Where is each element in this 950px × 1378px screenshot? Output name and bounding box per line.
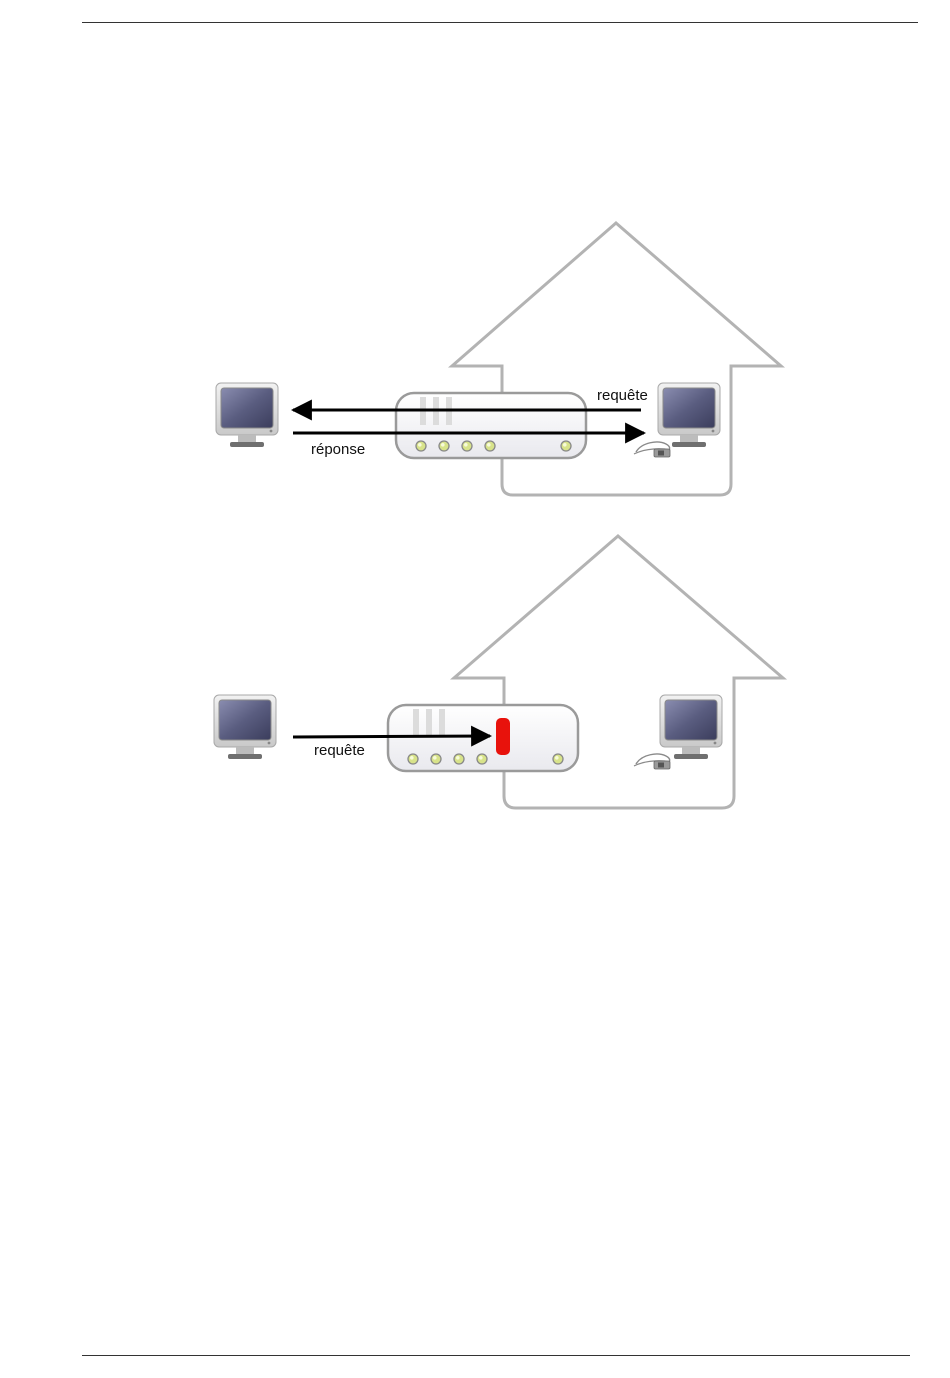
- router-icon: [388, 705, 578, 771]
- panel-allowed-exchange: requête réponse: [216, 223, 781, 495]
- computer-monitor-icon: [660, 695, 722, 759]
- computer-monitor-icon: [216, 383, 278, 447]
- block-marker: [496, 718, 510, 755]
- request-arrow: [293, 736, 490, 737]
- network-plug-icon: [634, 754, 670, 769]
- router-led: [485, 441, 495, 451]
- router-led: [454, 754, 464, 764]
- response-label: réponse: [311, 441, 365, 458]
- network-plug-icon: [634, 442, 670, 457]
- router-led: [462, 441, 472, 451]
- request-label: requête: [597, 387, 648, 404]
- router-led: [431, 754, 441, 764]
- computer-monitor-icon: [214, 695, 276, 759]
- footer-rule: [82, 1355, 910, 1356]
- panel-blocked-request: requête: [214, 536, 783, 808]
- router-power-led: [561, 441, 571, 451]
- computer-monitor-icon: [658, 383, 720, 447]
- request-label: requête: [314, 742, 365, 759]
- router-led: [416, 441, 426, 451]
- router-power-led: [553, 754, 563, 764]
- router-led: [477, 754, 487, 764]
- router-led: [439, 441, 449, 451]
- router-icon: [396, 393, 586, 458]
- router-led: [408, 754, 418, 764]
